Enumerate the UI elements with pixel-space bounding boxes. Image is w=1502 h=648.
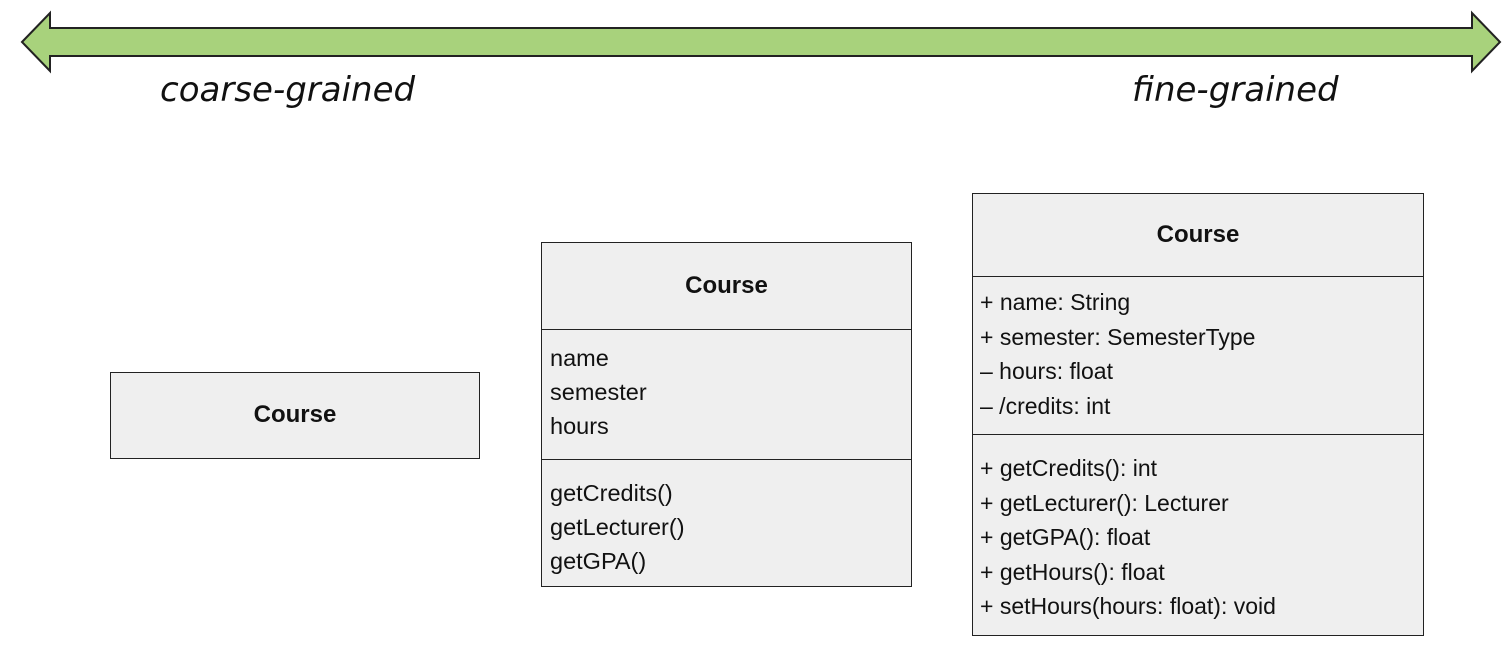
attribute: hours xyxy=(550,413,609,439)
class-name: Course xyxy=(1156,221,1240,248)
operation: + getCredits(): int xyxy=(980,455,1158,481)
uml-class-simple: Course name semester hours getCredits() … xyxy=(541,242,912,587)
operation: + getGPA(): float xyxy=(980,524,1151,550)
attribute: + semester: SemesterType xyxy=(980,323,1256,350)
attribute: – /credits: int xyxy=(980,392,1111,419)
attribute-compartment: name semester hours xyxy=(542,329,911,459)
double-arrow-shape xyxy=(20,10,1502,74)
attribute-compartment: + name: String + semester: SemesterType … xyxy=(973,276,1423,434)
operation-compartment: + getCredits(): int + getLecturer(): Lec… xyxy=(973,434,1423,624)
operation-compartment: getCredits() getLecturer() getGPA() xyxy=(542,459,911,578)
attribute: + name: String xyxy=(980,289,1131,315)
operation: getGPA() xyxy=(550,548,647,574)
uml-class-name-only: Course xyxy=(110,372,480,459)
operation: getLecturer() xyxy=(550,514,685,540)
attribute: semester xyxy=(550,379,647,405)
class-name: Course xyxy=(685,272,768,299)
granularity-double-arrow xyxy=(20,10,1502,74)
attribute: – hours: float xyxy=(980,358,1113,384)
fine-grained-label: fine-grained xyxy=(1132,70,1339,110)
operation: getCredits() xyxy=(550,480,673,506)
operation: + getLecturer(): Lecturer xyxy=(980,489,1229,516)
class-name: Course xyxy=(253,401,337,428)
coarse-grained-label: coarse-grained xyxy=(160,70,416,110)
uml-class-detailed: Course + name: String + semester: Semest… xyxy=(972,193,1424,636)
attribute: name xyxy=(550,345,609,371)
operation: + getHours(): float xyxy=(980,558,1165,585)
operation: + setHours(hours: float): void xyxy=(980,593,1276,619)
